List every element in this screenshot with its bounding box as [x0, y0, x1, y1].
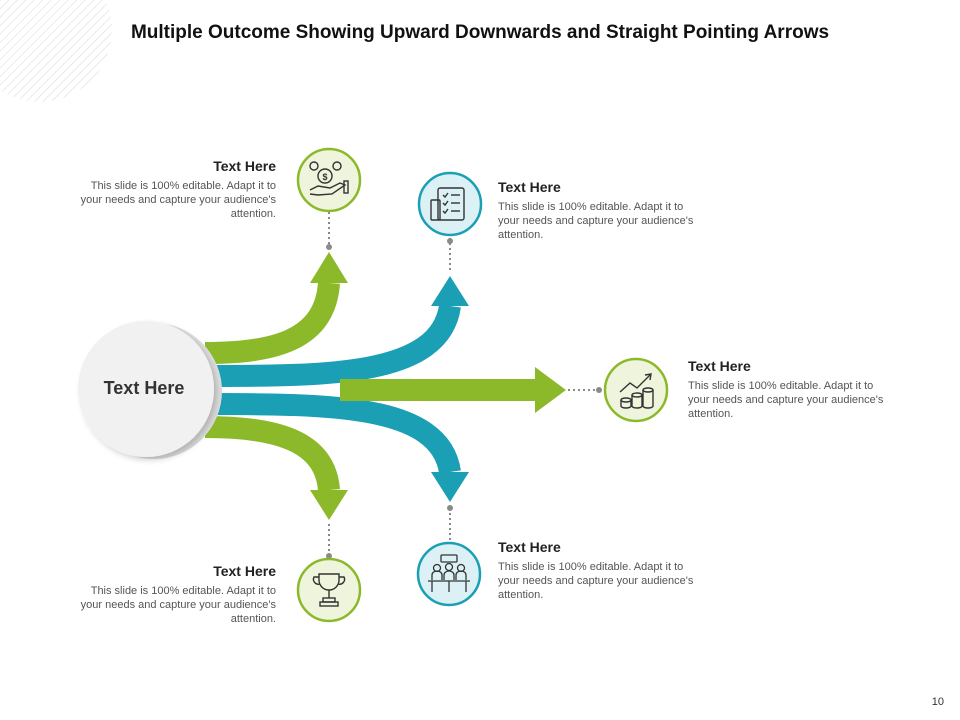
- arrow-straight: [340, 367, 566, 413]
- slide-title: Multiple Outcome Showing Upward Downward…: [130, 22, 830, 43]
- hub-circle: [78, 321, 214, 457]
- text-block-heading: Text Here: [213, 158, 276, 174]
- text-block-heading: Text Here: [213, 563, 276, 579]
- meeting-icon: [416, 541, 482, 607]
- text-block-top-right: Text Here This slide is 100% editable. A…: [498, 179, 698, 242]
- hand-coins-icon: $: [296, 147, 362, 213]
- trophy-icon: [296, 557, 362, 623]
- svg-text:$: $: [322, 172, 327, 182]
- text-block-body: This slide is 100% editable. Adapt it to…: [688, 380, 884, 420]
- hub-label: Text Here: [103, 378, 185, 398]
- text-block-body: This slide is 100% editable. Adapt it to…: [498, 561, 694, 601]
- arrow-up-right: [204, 276, 469, 387]
- growth-chart-icon: [603, 357, 669, 423]
- text-block-bottom-left: Text Here This slide is 100% editable. A…: [76, 563, 276, 626]
- text-block-heading: Text Here: [498, 179, 561, 195]
- text-block-top-left: Text Here This slide is 100% editable. A…: [76, 158, 276, 221]
- text-block-body: This slide is 100% editable. Adapt it to…: [498, 201, 694, 241]
- arrow-up-left: [204, 252, 348, 364]
- arrow-down-right: [204, 393, 469, 502]
- text-block-right: Text Here This slide is 100% editable. A…: [688, 358, 888, 421]
- text-block-body: This slide is 100% editable. Adapt it to…: [80, 180, 276, 220]
- arrow-down-left: [204, 416, 348, 520]
- text-block-bottom-right: Text Here This slide is 100% editable. A…: [498, 539, 698, 602]
- text-block-heading: Text Here: [688, 358, 751, 374]
- page-number: 10: [931, 696, 944, 708]
- checklist-icon: [417, 171, 483, 237]
- connector-dots: [326, 238, 602, 559]
- text-block-body: This slide is 100% editable. Adapt it to…: [80, 585, 276, 625]
- hatched-corner-decoration: [0, 0, 112, 102]
- text-block-heading: Text Here: [498, 539, 561, 555]
